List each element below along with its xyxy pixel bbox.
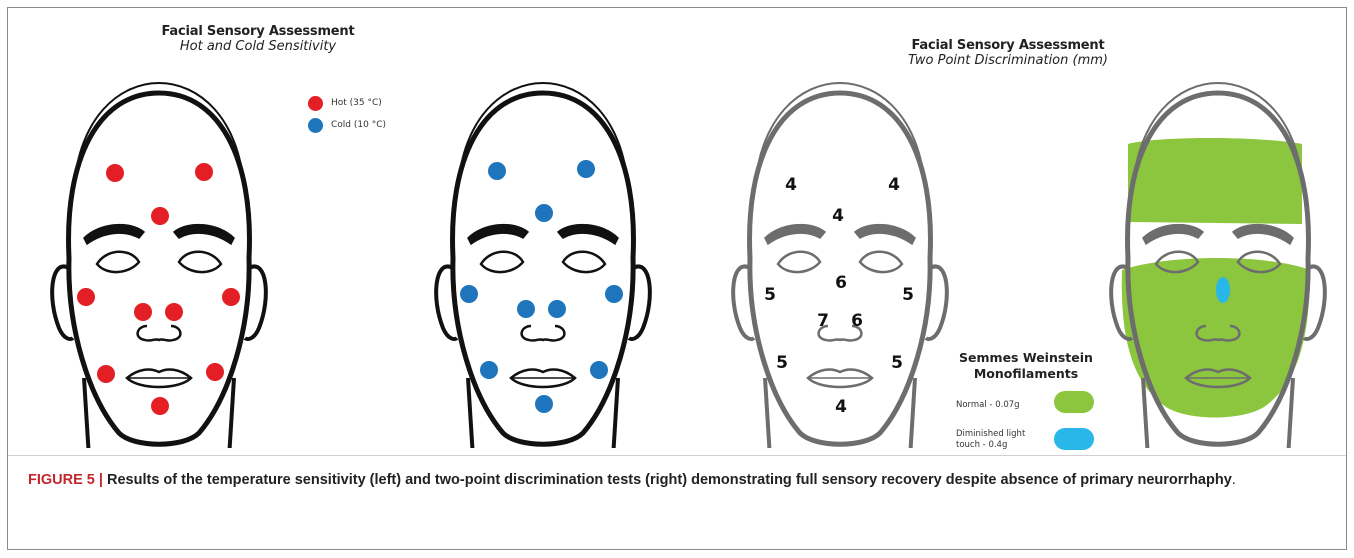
forehead-normal-region — [1128, 138, 1302, 224]
value-nose-bridge: 6 — [835, 273, 847, 293]
value-jaw-left: 5 — [776, 353, 788, 373]
cold-point — [605, 285, 623, 303]
value-forehead-center: 4 — [832, 206, 844, 226]
figure-caption: FIGURE 5 | Results of the temperature se… — [28, 470, 1328, 491]
figure-label: FIGURE 5 | — [28, 472, 107, 488]
hot-point — [222, 288, 240, 306]
legend-diminished-line2: touch - 0.4g — [956, 440, 1025, 451]
face-cold — [436, 83, 650, 448]
value-jaw-right: 5 — [891, 353, 903, 373]
cold-point — [480, 361, 498, 379]
hot-point — [151, 397, 169, 415]
monofilament-title-line2: Monofilaments — [956, 366, 1096, 382]
face-hot — [52, 83, 266, 448]
monofilament-legend-title: Semmes Weinstein Monofilaments — [956, 350, 1096, 382]
face-two-point — [733, 83, 947, 448]
diminished-touch-region — [1216, 277, 1230, 303]
cold-point — [535, 395, 553, 413]
hot-points — [77, 163, 240, 415]
monofilament-regions — [1122, 138, 1310, 418]
legend-diminished-line1: Diminished light — [956, 429, 1025, 440]
two-point-values: 4 4 4 6 5 5 7 6 5 5 4 — [764, 175, 914, 417]
legend-normal-swatch — [1054, 391, 1094, 413]
cold-points — [460, 160, 623, 413]
legend-normal-label: Normal - 0.07g — [956, 400, 1020, 411]
value-nostril-left: 7 — [817, 311, 829, 331]
hot-point — [77, 288, 95, 306]
value-cheek-right: 5 — [902, 285, 914, 305]
cold-point — [548, 300, 566, 318]
hot-point — [165, 303, 183, 321]
cold-point — [590, 361, 608, 379]
caption-text: Results of the temperature sensitivity (… — [107, 472, 1232, 488]
cold-point — [577, 160, 595, 178]
hot-point — [97, 365, 115, 383]
legend-diminished-swatch — [1054, 428, 1094, 450]
caption-divider — [8, 455, 1346, 456]
cold-point — [517, 300, 535, 318]
cold-point — [535, 204, 553, 222]
value-chin: 4 — [835, 397, 847, 417]
hot-point — [195, 163, 213, 181]
value-cheek-left: 5 — [764, 285, 776, 305]
cold-point — [488, 162, 506, 180]
hot-point — [151, 207, 169, 225]
value-nostril-right: 6 — [851, 311, 863, 331]
hot-point — [106, 164, 124, 182]
monofilament-title-line1: Semmes Weinstein — [956, 350, 1096, 366]
figure-frame: Facial Sensory Assessment Hot and Cold S… — [7, 7, 1347, 550]
faces-diagram: 4 4 4 6 5 5 7 6 5 5 4 — [8, 8, 1348, 448]
hot-point — [134, 303, 152, 321]
hot-point — [206, 363, 224, 381]
value-forehead-right: 4 — [888, 175, 900, 195]
caption-end: . — [1232, 472, 1236, 488]
legend-diminished-label: Diminished light touch - 0.4g — [956, 429, 1025, 451]
cold-point — [460, 285, 478, 303]
value-forehead-left: 4 — [785, 175, 797, 195]
